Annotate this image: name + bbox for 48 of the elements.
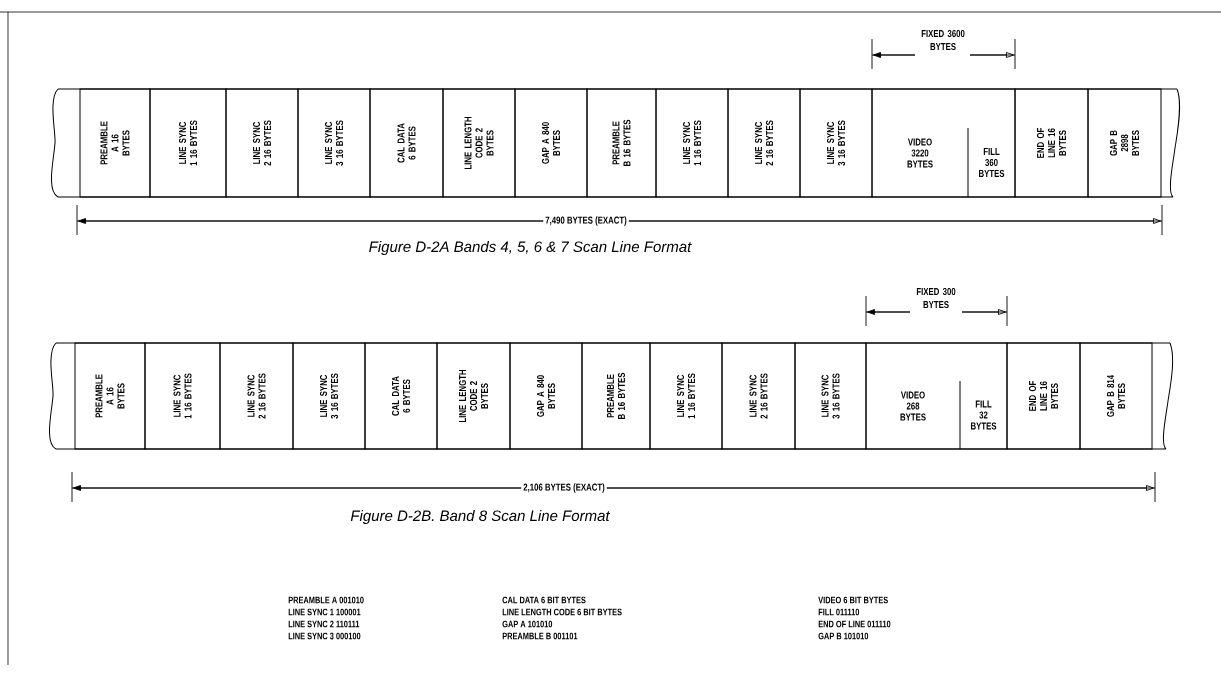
figure-caption: Figure D-2A Bands 4, 5, 6 & 7 Scan Line Format <box>369 241 692 255</box>
field-cell: LINE SYNC 3 16 BYTES <box>799 88 873 198</box>
field-cell: LINE LENGTH CODE 2 BYTES <box>436 342 511 450</box>
field-cell: LINE SYNC 2 16 BYTES <box>219 342 294 450</box>
code-note: PREAMBLE A 001010 <box>288 596 364 604</box>
field-cell: PREAMBLE A 16 BYTES <box>79 88 151 198</box>
field-cell: PREAMBLE B 16 BYTES <box>586 88 657 198</box>
code-note: GAP B 101010 <box>818 632 869 640</box>
field-cell: LINE SYNC 2 16 BYTES <box>225 88 299 198</box>
field-cell: LINE SYNC 2 16 BYTES <box>727 88 801 198</box>
field-cell: VIDEO 3220 BYTES <box>871 88 969 198</box>
dimension-label: 2,106 BYTES (EXACT) <box>521 481 607 495</box>
field-cell: LINE SYNC 3 16 BYTES <box>292 342 366 450</box>
dimension-label: FIXED 3600 BYTES <box>921 29 965 51</box>
dimension-label: FIXED 300 BYTES <box>916 287 956 309</box>
field-cell: FILL 32 BYTES <box>959 342 1008 450</box>
field-cell: FILL 360 BYTES <box>967 88 1016 198</box>
field-cell: PREAMBLE B 16 BYTES <box>581 342 651 450</box>
dimension-label: 7,490 BYTES (EXACT) <box>543 214 629 228</box>
code-note: GAP A 101010 <box>502 620 553 628</box>
code-note: CAL DATA 6 BIT BYTES <box>502 596 586 604</box>
field-cell: CAL DATA 6 BYTES <box>369 88 444 198</box>
field-cell: LINE SYNC 1 16 BYTES <box>144 342 221 450</box>
code-note: LINE SYNC 2 110111 <box>288 620 360 628</box>
field-cell: END OF LINE 16 BYTES <box>1014 88 1089 198</box>
field-cell: GAP B 814 BYTES <box>1079 342 1153 450</box>
figure-caption: Figure D-2B. Band 8 Scan Line Format <box>350 510 611 524</box>
field-cell: END OF LINE 16 BYTES <box>1006 342 1081 450</box>
code-note: PREAMBLE B 001101 <box>502 632 578 640</box>
field-cell: LINE SYNC 1 16 BYTES <box>655 88 729 198</box>
field-cell: VIDEO 268 BYTES <box>865 342 961 450</box>
field-cell: GAP A 840 BYTES <box>514 88 588 198</box>
field-cell: LINE SYNC 3 16 BYTES <box>297 88 371 198</box>
code-note: FILL 011110 <box>818 608 860 616</box>
code-note: LINE LENGTH CODE 6 BIT BYTES <box>502 608 622 616</box>
code-note: LINE SYNC 1 100001 <box>288 608 361 616</box>
code-note: END OF LINE 011110 <box>818 620 891 628</box>
code-note: VIDEO 6 BIT BYTES <box>818 596 888 604</box>
field-cell: LINE SYNC 3 16 BYTES <box>794 342 867 450</box>
field-cell: GAP A 840 BYTES <box>509 342 583 450</box>
field-cell: CAL DATA 6 BYTES <box>364 342 438 450</box>
field-cell: LINE SYNC 2 16 BYTES <box>721 342 796 450</box>
field-cell: LINE LENGTH CODE 2 BYTES <box>442 88 516 198</box>
field-cell: LINE SYNC 1 16 BYTES <box>649 342 723 450</box>
field-cell: GAP B 2898 BYTES <box>1087 88 1162 198</box>
field-cell: LINE SYNC 1 16 BYTES <box>149 88 227 198</box>
field-cell: PREAMBLE A 16 BYTES <box>74 342 146 450</box>
code-note: LINE SYNC 3 000100 <box>288 632 361 640</box>
